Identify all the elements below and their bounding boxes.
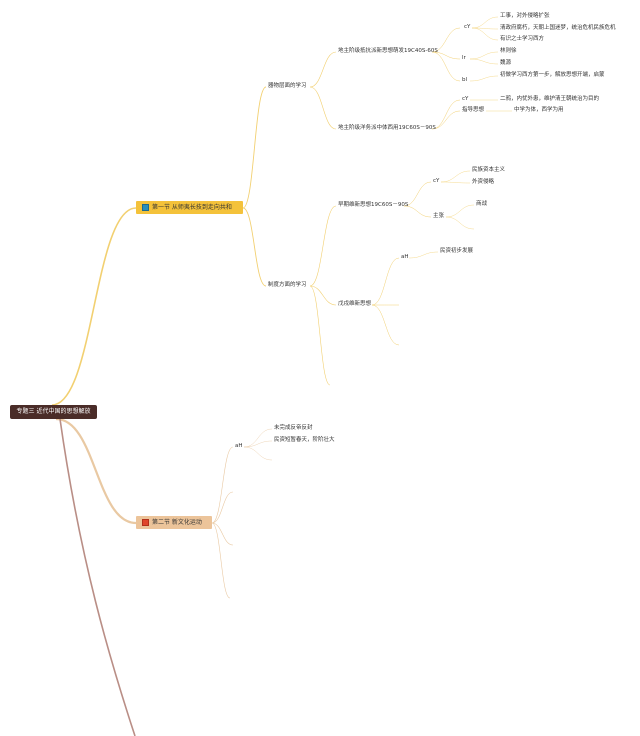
link-s2-b <box>211 491 234 524</box>
node-zhi-b-ah[interactable]: aH <box>401 254 409 260</box>
link-s2-ah-2 <box>243 440 273 448</box>
node-qi-b-cy[interactable]: cY <box>462 96 469 102</box>
node-qi-b[interactable]: 地主阶级洋务派中体西用19C60S－90S <box>338 125 436 131</box>
link-s2-ah-3 <box>243 446 273 461</box>
node-qi-a-bl-1[interactable]: 初做学习西方第一步，解放思想开端，启蒙 <box>500 72 605 78</box>
node-qiwu[interactable]: 器物层面的学习 <box>268 83 307 89</box>
link-qa-cy <box>431 27 461 53</box>
blue-flag-icon <box>142 204 149 211</box>
node-qi-a-cy-1[interactable]: 工事，对外侵略扩张 <box>500 13 550 19</box>
link-s2-d <box>211 522 231 599</box>
link-za-cy-2 <box>440 181 471 184</box>
link-qa-note <box>471 27 499 41</box>
section-2-title: 第二节 新文化运动 <box>152 519 202 526</box>
node-qi-b-zd-1[interactable]: 中学为体，西学为用 <box>514 107 564 113</box>
node-zhi-a-zz[interactable]: 主张 <box>433 213 445 219</box>
link-za-cy <box>403 181 432 207</box>
node-qi-b-cy-1[interactable]: 二鸦，内忧外患，维护清王朝统治为目的 <box>500 96 600 102</box>
node-qi-a-lr-2[interactable]: 魏源 <box>500 60 512 66</box>
link-s2-ah-1 <box>243 428 273 448</box>
link-zhidu-b <box>309 285 337 306</box>
link-qiwu-a <box>309 51 337 88</box>
node-zhi-b-ah-1[interactable]: 民资初步发展 <box>440 248 474 254</box>
root-node[interactable]: 专题三 近代中国的思想解放 <box>10 405 97 419</box>
node-s2-ah[interactable]: aH <box>235 443 243 449</box>
link-root-section1 <box>51 207 137 406</box>
link-s1-qiwu <box>242 86 267 209</box>
link-za-cy-1 <box>440 170 471 183</box>
node-qi-a-cy-2[interactable]: 清政府腐朽，天朝上国迷梦，统治危机民族危机 <box>500 25 616 31</box>
node-zhi-a[interactable]: 早期维新思想19C60S－90S <box>338 202 409 208</box>
node-zhidu[interactable]: 制度方面的学习 <box>268 282 307 288</box>
link-root-section2 <box>55 417 137 525</box>
link-zb-3 <box>371 304 400 346</box>
link-za-zz-2 <box>445 216 475 230</box>
red-flag-icon <box>142 519 149 526</box>
node-qi-a-cy[interactable]: cY <box>464 24 471 30</box>
node-qi-b-zd[interactable]: 指导思想 <box>462 107 485 113</box>
node-qi-a-lr-1[interactable]: 林则徐 <box>500 48 517 54</box>
link-qb-cy <box>431 99 461 130</box>
link-qa-lr-2 <box>469 58 499 65</box>
link-zhidu-a <box>309 205 337 287</box>
link-s2-c <box>211 522 234 546</box>
link-qiwu-b <box>309 86 337 130</box>
link-qa-bl-1 <box>469 75 499 82</box>
node-s2-ah-1[interactable]: 未完成反帝反封 <box>274 425 313 431</box>
link-zb-ah-1 <box>408 251 439 259</box>
node-qi-a-bl[interactable]: bl <box>462 77 468 83</box>
link-qa-lr-1 <box>469 51 499 60</box>
node-qi-a-note[interactable]: 有识之士学习西方 <box>500 36 545 42</box>
link-za-zz-1 <box>445 204 475 218</box>
link-qa-bl <box>431 51 461 82</box>
node-qi-a-lr[interactable]: lr <box>462 55 466 61</box>
section-1-node[interactable]: 第一节 从师夷长技到走向共和 <box>136 201 243 214</box>
node-zhi-b[interactable]: 戊戌维新思想 <box>338 301 372 307</box>
node-zhi-a-cy-1[interactable]: 民族资本主义 <box>472 167 506 173</box>
link-zhidu-c <box>309 285 331 386</box>
node-s2-ah-2[interactable]: 民资短暂春天，阶阶壮大 <box>274 437 335 443</box>
link-za-zz <box>403 205 432 218</box>
link-s1-zhidu <box>242 207 267 287</box>
section-1-title: 第一节 从师夷长技到走向共和 <box>152 204 232 211</box>
link-qa-cy-1 <box>471 16 499 29</box>
node-zhi-a-cy[interactable]: cY <box>433 178 440 184</box>
link-root-section3 <box>59 418 136 736</box>
node-zhi-a-cy-2[interactable]: 外资侵略 <box>472 179 495 185</box>
link-qa-lr <box>431 51 461 60</box>
link-zb-ah <box>371 257 400 306</box>
link-s2-ah <box>211 446 234 524</box>
node-qi-a[interactable]: 地主阶级抵抗派新思想萌发19C40S-60S <box>338 48 438 54</box>
node-zhi-a-zz-1[interactable]: 商战 <box>476 201 488 207</box>
section-2-node[interactable]: 第二节 新文化运动 <box>136 516 212 529</box>
link-qb-zd <box>431 110 461 130</box>
